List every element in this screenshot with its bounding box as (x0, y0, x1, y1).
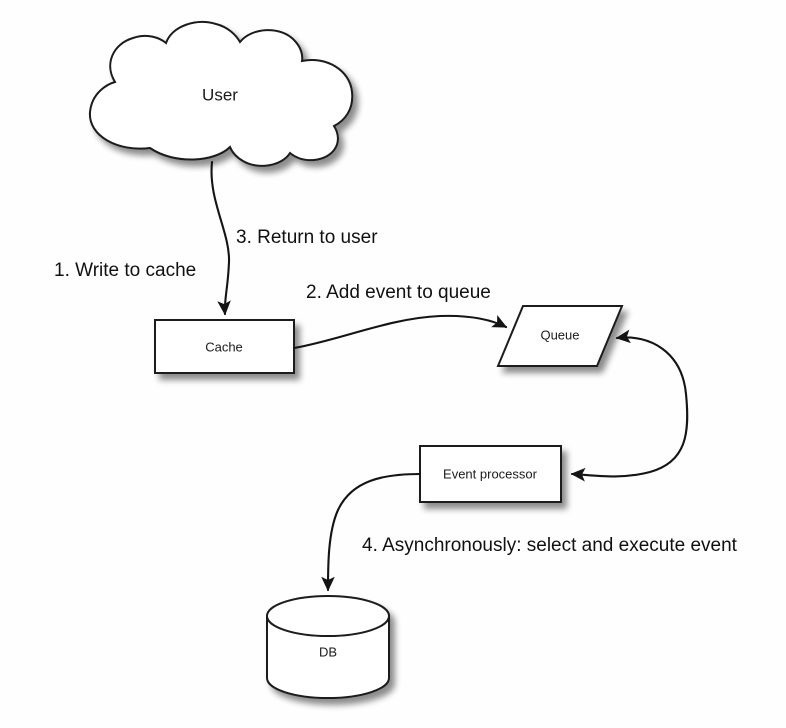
node-db[interactable]: DB (266, 595, 390, 699)
step-label-3: 3. Return to user (236, 227, 378, 248)
node-db-label: DB (319, 644, 337, 659)
node-user[interactable]: User (88, 21, 354, 167)
node-queue-label: Queue (540, 327, 579, 342)
node-event-processor[interactable]: Event processor (419, 445, 562, 503)
step-label-2: 2. Add event to queue (306, 282, 491, 303)
edge-cache-to-queue (292, 314, 508, 350)
node-user-label: User (202, 85, 238, 104)
node-cache[interactable]: Cache (154, 319, 295, 374)
node-cache-label: Cache (205, 339, 243, 354)
edge-user-to-cache (210, 160, 231, 316)
step-label-1: 1. Write to cache (54, 260, 196, 281)
step-label-4: 4. Asynchronously: select and execute ev… (362, 535, 738, 556)
edge-queue-event-processor (570, 329, 689, 482)
node-queue[interactable]: Queue (496, 305, 624, 367)
node-event-processor-label: Event processor (443, 466, 538, 481)
edge-event-processor-to-db (321, 472, 422, 592)
